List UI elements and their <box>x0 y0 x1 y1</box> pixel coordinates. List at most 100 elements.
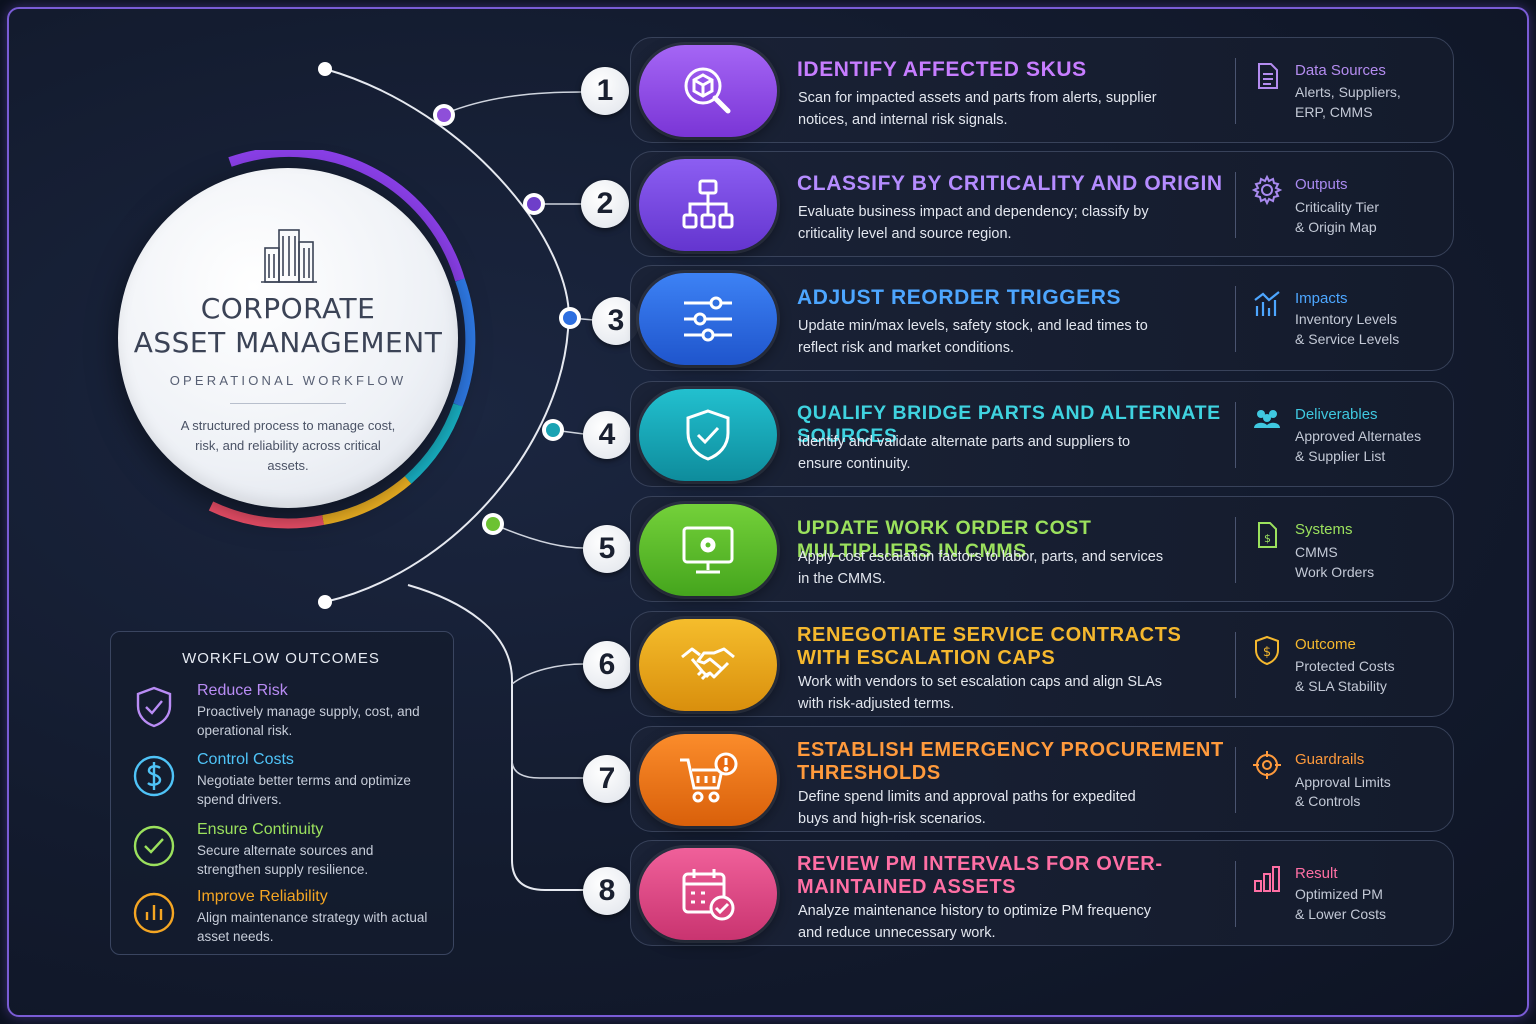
step-number-1: 1 <box>581 67 629 115</box>
step-meta-line: Approved Alternates <box>1295 428 1422 444</box>
step-meta-line: Protected Costs <box>1295 658 1395 674</box>
outcome-desc: Align maintenance strategy with actual a… <box>197 910 428 944</box>
target-icon <box>1253 751 1281 779</box>
step-description: Analyze maintenance history to optimize … <box>798 903 1152 941</box>
svg-text:$: $ <box>1263 645 1271 660</box>
outcome-title: Ensure Continuity <box>197 821 324 838</box>
step-meta-title: Systems <box>1295 521 1353 538</box>
step-icon-badge <box>639 619 777 711</box>
dollar-shield-icon: $ <box>1255 635 1279 666</box>
search-box-icon <box>684 67 731 114</box>
step-meta-line: & Lower Costs <box>1295 906 1387 922</box>
outcome-desc: Proactively manage supply, cost, and ope… <box>197 704 420 738</box>
step-card-4: QUALIFY BRIDGE PARTS AND ALTERNATE SOURC… <box>630 381 1454 487</box>
step-meta-line: CMMS <box>1295 544 1338 560</box>
hub-divider <box>230 403 346 404</box>
step-icon-badge <box>639 734 777 826</box>
outcome-title: Reduce Risk <box>197 682 288 699</box>
step-meta-title: Guardrails <box>1295 751 1365 768</box>
step-meta-line: & Supplier List <box>1295 448 1386 464</box>
step-divider <box>1235 172 1236 238</box>
outcome-control-costs: Control Costs Negotiate better terms and… <box>131 751 451 815</box>
step-meta-title: Deliverables <box>1295 406 1378 423</box>
step-icon-badge <box>639 389 777 481</box>
outcome-improve-reliability: Improve Reliability Align maintenance st… <box>131 888 451 952</box>
step-description: Evaluate business impact and dependency;… <box>798 204 1149 242</box>
step-meta-title: Impacts <box>1295 290 1348 307</box>
hub-title-line2: ASSET MANAGEMENT <box>133 326 443 359</box>
step-divider <box>1235 402 1236 468</box>
step-description: Define spend limits and approval paths f… <box>798 789 1136 827</box>
step-number-8: 8 <box>583 867 631 915</box>
outcome-ensure-continuity: Ensure Continuity Secure alternate sourc… <box>131 821 451 885</box>
outcome-desc: Secure alternate sources and strengthen … <box>197 843 374 877</box>
shield-check-icon <box>686 409 730 461</box>
step-number-7: 7 <box>583 755 631 803</box>
outcome-desc: Negotiate better terms and optimize spen… <box>197 773 411 807</box>
hub-title: CORPORATE ASSET MANAGEMENT <box>118 292 458 360</box>
svg-text:$: $ <box>1264 532 1271 545</box>
office-building-icon <box>261 229 317 283</box>
step-divider <box>1235 286 1236 352</box>
step-title: RENEGOTIATE SERVICE CONTRACTS WITH ESCAL… <box>797 624 1182 669</box>
monitor-gear-icon <box>682 526 734 574</box>
step-divider <box>1235 861 1236 927</box>
step-icon-badge <box>639 848 777 940</box>
step-title: UPDATE WORK ORDER COST MULTIPLIERS IN CM… <box>797 517 1092 562</box>
step-number-5: 5 <box>583 525 631 573</box>
step-divider <box>1235 747 1236 813</box>
step-meta-line: Optimized PM <box>1295 886 1383 902</box>
step-meta-line: & Controls <box>1295 793 1361 809</box>
step-description: Identify and validate alternate parts an… <box>798 434 1131 472</box>
step-number-6: 6 <box>583 641 631 689</box>
trend-chart-icon <box>1254 291 1280 316</box>
document-icon <box>1258 63 1278 89</box>
sliders-icon <box>684 296 732 342</box>
hub-subtitle: OPERATIONAL WORKFLOW <box>169 373 407 388</box>
hub-gradient-ring <box>208 150 476 529</box>
bar-chart-circle-icon <box>133 892 175 934</box>
step-icon-badge <box>639 45 777 137</box>
step-card-5: UPDATE WORK ORDER COST MULTIPLIERS IN CM… <box>630 496 1454 602</box>
step-card-1: IDENTIFY AFFECTED SKUS Scan for impacted… <box>630 37 1454 143</box>
cart-alert-icon <box>680 752 738 803</box>
dollar-file-icon: $ <box>1258 522 1277 548</box>
workflow-outcomes-panel: WORKFLOW OUTCOMES Reduce Risk Proactivel… <box>110 631 454 955</box>
step-card-8: REVIEW PM INTERVALS FOR OVER-MAINTAINED … <box>630 840 1454 946</box>
step-title: CLASSIFY BY CRITICALITY AND ORIGIN <box>797 172 1223 195</box>
step-icon-badge <box>639 159 777 251</box>
bar-chart-icon <box>1254 866 1280 892</box>
step-meta-title: Outputs <box>1295 176 1348 193</box>
step-description: Work with vendors to set escalation caps… <box>798 674 1163 712</box>
step-meta-title: Data Sources <box>1295 62 1386 79</box>
step-meta-title: Result <box>1295 865 1338 882</box>
step-icon-badge <box>639 273 777 365</box>
step-icon-badge <box>639 504 777 596</box>
step-divider <box>1235 517 1236 583</box>
hub-title-line1: CORPORATE <box>200 292 376 325</box>
step-meta-line: & Origin Map <box>1295 219 1377 235</box>
step-meta-line: Inventory Levels <box>1295 311 1397 327</box>
step-title: QUALIFY BRIDGE PARTS AND ALTERNATE SOURC… <box>797 402 1221 447</box>
outcome-title: Improve Reliability <box>197 888 328 905</box>
step-card-2: CLASSIFY BY CRITICALITY AND ORIGIN Evalu… <box>630 151 1454 257</box>
hub-description: A structured process to manage cost, ris… <box>180 418 396 473</box>
step-description: Scan for impacted assets and parts from … <box>798 90 1157 128</box>
people-icon <box>1254 410 1280 428</box>
step-meta-line: & SLA Stability <box>1295 678 1387 694</box>
step-number-2: 2 <box>581 180 629 228</box>
step-meta-line: Work Orders <box>1295 564 1375 580</box>
handshake-icon <box>681 647 735 681</box>
step-card-6: RENEGOTIATE SERVICE CONTRACTS WITH ESCAL… <box>630 611 1454 717</box>
step-meta-line: Approval Limits <box>1295 774 1391 790</box>
hub-circle: CORPORATE ASSET MANAGEMENT OPERATIONAL W… <box>118 168 458 508</box>
step-title: REVIEW PM INTERVALS FOR OVER-MAINTAINED … <box>797 853 1163 898</box>
calendar-check-icon <box>682 869 735 921</box>
step-card-7: ESTABLISH EMERGENCY PROCUREMENT THRESHOL… <box>630 726 1454 832</box>
step-divider <box>1235 58 1236 124</box>
step-card-3: ADJUST REORDER TRIGGERS Update min/max l… <box>630 265 1454 371</box>
step-divider <box>1235 632 1236 698</box>
step-title: IDENTIFY AFFECTED SKUS <box>797 58 1087 81</box>
step-number-4: 4 <box>583 411 631 459</box>
